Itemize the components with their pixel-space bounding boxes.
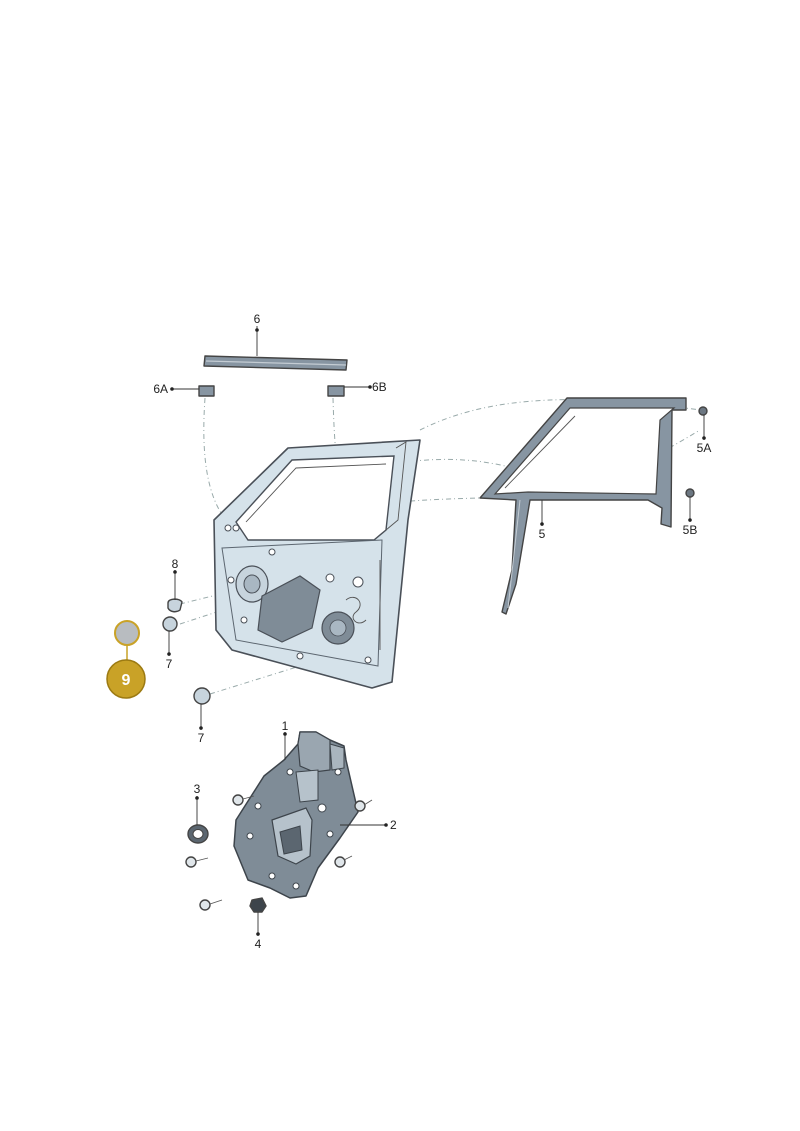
plug-7-lower xyxy=(193,687,211,705)
screw xyxy=(334,855,353,868)
clip-6b xyxy=(327,385,345,397)
callout-4: 4 xyxy=(255,937,262,951)
callout-2: 2 xyxy=(390,818,397,832)
window-channel-strip xyxy=(203,355,348,371)
highlight-badge-9[interactable]: 9 xyxy=(106,659,146,699)
screw xyxy=(199,899,223,911)
callout-1: 1 xyxy=(282,719,289,733)
plug-7-upper xyxy=(162,616,178,632)
leader-lines xyxy=(167,326,706,936)
door-panel xyxy=(213,439,421,689)
callout-6: 6 xyxy=(254,312,261,326)
grommet-3 xyxy=(187,824,209,844)
callout-6a: 6A xyxy=(153,382,168,396)
callout-7-lower: 7 xyxy=(198,731,205,745)
screw xyxy=(232,794,255,806)
callout-5b: 5B xyxy=(683,523,698,537)
callout-8: 8 xyxy=(172,557,179,571)
window-regulator-carrier xyxy=(233,731,359,899)
highlight-badge-label: 9 xyxy=(122,672,131,689)
clip-6a xyxy=(198,385,215,397)
highlighted-part-9 xyxy=(114,620,140,660)
plug-8 xyxy=(167,598,183,613)
clip-5b xyxy=(685,488,695,498)
door-frame-seal xyxy=(479,397,687,615)
screw xyxy=(185,856,209,868)
screw xyxy=(354,799,373,812)
clip-5a xyxy=(698,406,708,416)
callout-7-upper: 7 xyxy=(166,657,173,671)
callout-labels: 6 6A 6B 5A 5B 5 8 7 7 1 2 3 4 xyxy=(153,312,711,951)
callout-3: 3 xyxy=(194,782,201,796)
callout-5a: 5A xyxy=(697,441,712,455)
nut-4 xyxy=(249,897,267,913)
callout-5: 5 xyxy=(539,527,546,541)
callout-6b: 6B xyxy=(372,380,387,394)
